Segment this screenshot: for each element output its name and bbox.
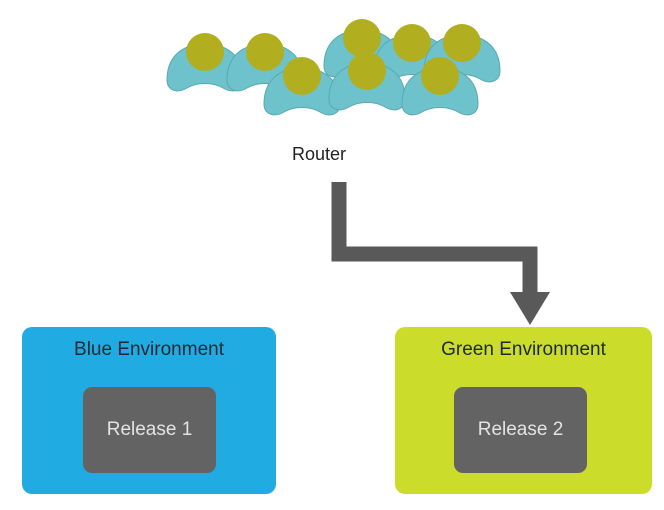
release-1-label: Release 1 — [106, 419, 193, 440]
user-icon — [328, 52, 406, 111]
router-label: Router — [292, 144, 347, 164]
arrow-head — [510, 292, 550, 325]
green-environment-title: Green Environment — [441, 339, 606, 360]
user-icon — [166, 33, 244, 92]
arrow-line — [331, 182, 538, 295]
blue-environment: Blue Environment Release 1 — [22, 327, 276, 494]
users-group — [166, 19, 501, 116]
release-2-box: Release 2 — [454, 387, 587, 473]
user-icon — [401, 57, 479, 116]
green-environment: Green Environment Release 2 — [395, 327, 652, 494]
user-icon — [263, 57, 341, 116]
blue-environment-title: Blue Environment — [74, 339, 224, 360]
release-2-label: Release 2 — [477, 419, 564, 440]
release-1-box: Release 1 — [83, 387, 216, 473]
